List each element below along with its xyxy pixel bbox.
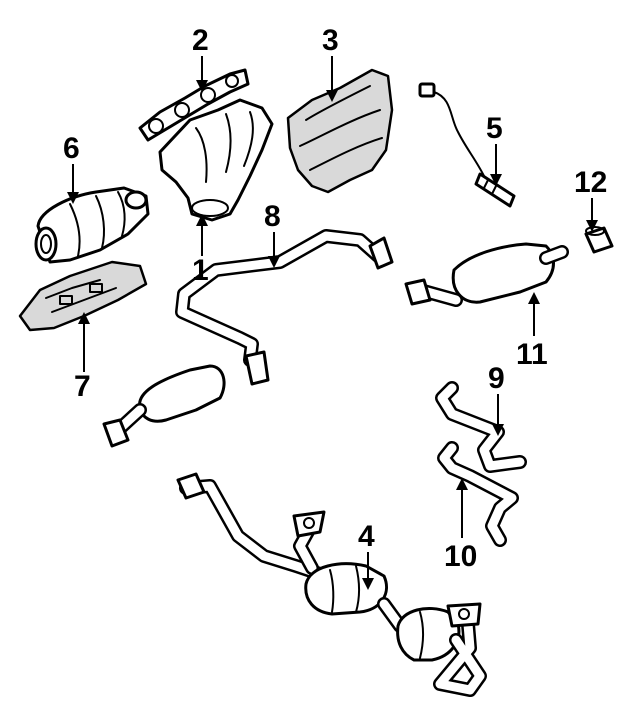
callout-11: 11 <box>516 338 548 371</box>
part-clamp-sleeve <box>584 226 614 254</box>
part-exhaust-manifold <box>158 98 274 222</box>
part-oxygen-sensor <box>418 82 516 208</box>
callout-numbers: 2 3 5 12 6 7 1 8 11 9 10 4 <box>63 24 607 573</box>
callout-5: 5 <box>486 112 503 145</box>
part-heat-shield <box>286 68 394 194</box>
part-intermediate-pipe <box>102 229 394 448</box>
leader-lines <box>67 56 598 590</box>
part-hose-10 <box>437 441 519 547</box>
callout-2: 2 <box>192 24 209 57</box>
callout-12: 12 <box>574 166 607 199</box>
callout-3: 3 <box>322 24 339 57</box>
callout-7: 7 <box>74 370 91 403</box>
part-converter-assembly <box>176 472 487 697</box>
callout-9: 9 <box>488 362 505 395</box>
callout-6: 6 <box>63 132 80 165</box>
part-catalytic-converter <box>34 186 150 264</box>
part-lower-heat-shield <box>18 260 148 332</box>
part-muffler <box>404 242 569 307</box>
callout-10: 10 <box>444 540 477 573</box>
callout-8: 8 <box>264 200 281 233</box>
callout-1: 1 <box>192 254 209 287</box>
part-manifold-gasket <box>138 68 250 142</box>
callout-4: 4 <box>358 520 375 553</box>
